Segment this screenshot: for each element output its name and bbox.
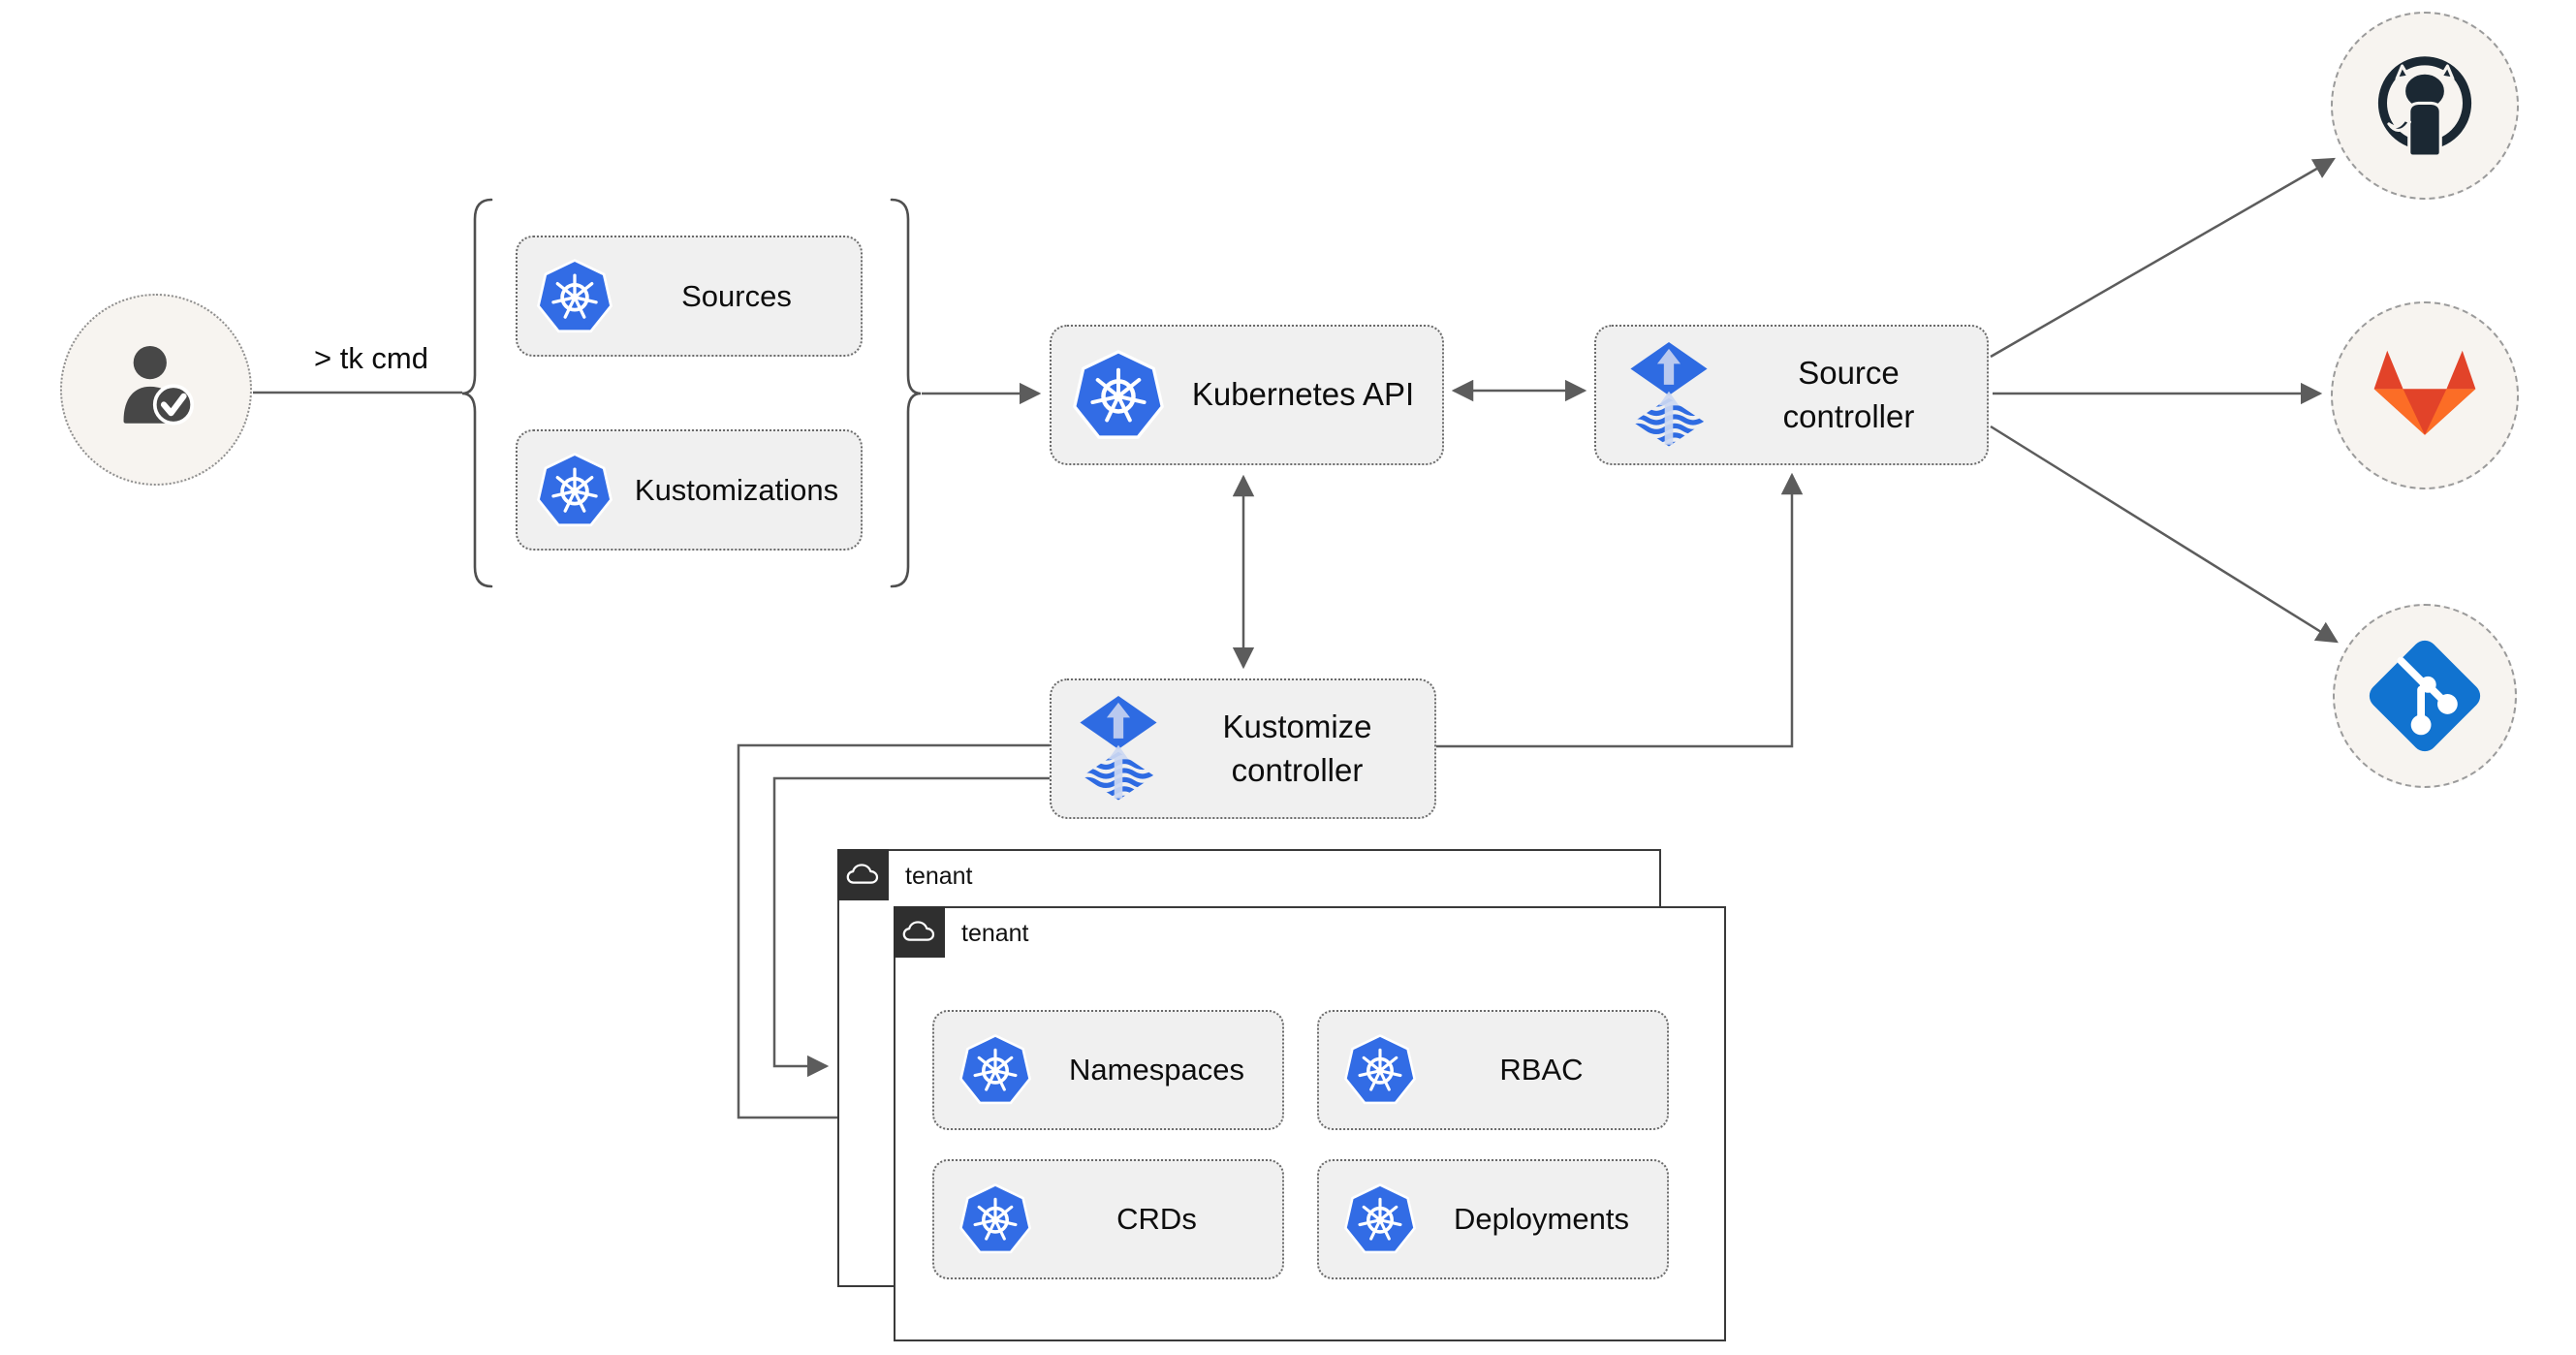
cloud-icon bbox=[845, 861, 881, 888]
namespaces-label: Namespaces bbox=[1069, 1053, 1244, 1087]
tenant-label: tenant bbox=[905, 863, 973, 890]
edge-kustomize-to-source bbox=[1436, 472, 1804, 748]
edge-kustomize-to-tenant-front bbox=[737, 743, 1050, 1129]
cloud-icon bbox=[901, 918, 937, 945]
user-avatar bbox=[60, 294, 252, 486]
source-controller-label: Source controller bbox=[1782, 354, 1915, 434]
tenant-header bbox=[893, 905, 945, 958]
tenant-label: tenant bbox=[961, 920, 1029, 947]
github-icon bbox=[2362, 43, 2488, 169]
gitlab-provider-circle bbox=[2331, 301, 2519, 489]
kubernetes-icon bbox=[537, 453, 613, 528]
kustomize-controller-label: Kustomize controller bbox=[1222, 708, 1372, 788]
bundle-brace-left bbox=[461, 198, 493, 588]
kubernetes-icon bbox=[959, 1183, 1031, 1255]
rbac-label: RBAC bbox=[1499, 1053, 1584, 1087]
kubernetes-api-label: Kubernetes API bbox=[1191, 376, 1415, 413]
rbac-node: RBAC bbox=[1317, 1010, 1669, 1130]
flux-icon bbox=[1077, 695, 1160, 804]
tk-cmd-label: > tk cmd bbox=[313, 341, 428, 375]
namespaces-node: Namespaces bbox=[932, 1010, 1284, 1130]
kubernetes-icon bbox=[1073, 350, 1164, 441]
git-icon bbox=[2362, 633, 2488, 759]
kubernetes-icon bbox=[1344, 1034, 1416, 1106]
crds-label: CRDs bbox=[1116, 1202, 1197, 1237]
user-check-icon bbox=[96, 330, 216, 450]
sources-node: Sources bbox=[516, 236, 863, 357]
bundle-brace-right bbox=[890, 198, 922, 588]
kubernetes-icon bbox=[537, 259, 613, 334]
edge-source-to-git bbox=[1990, 425, 2339, 644]
kustomizations-node: Kustomizations bbox=[516, 429, 863, 551]
crds-node: CRDs bbox=[932, 1159, 1284, 1279]
kubernetes-icon bbox=[1344, 1183, 1416, 1255]
gitlab-icon bbox=[2359, 330, 2491, 461]
kustomizations-label: Kustomizations bbox=[634, 472, 839, 507]
kustomize-controller-node: Kustomize controller bbox=[1050, 678, 1436, 819]
edge-kustomize-to-tenant-back bbox=[772, 776, 1050, 1078]
kubernetes-icon bbox=[959, 1034, 1031, 1106]
kubernetes-api-node: Kubernetes API bbox=[1050, 325, 1444, 465]
edge-source-to-github bbox=[1990, 157, 2336, 359]
tenant-header bbox=[836, 848, 889, 900]
git-provider-circle bbox=[2333, 604, 2517, 788]
deployments-label: Deployments bbox=[1454, 1202, 1629, 1237]
flux-icon bbox=[1627, 341, 1711, 450]
sources-label: Sources bbox=[681, 278, 792, 313]
github-provider-circle bbox=[2331, 12, 2519, 200]
source-controller-node: Source controller bbox=[1594, 325, 1989, 465]
deployments-node: Deployments bbox=[1317, 1159, 1669, 1279]
